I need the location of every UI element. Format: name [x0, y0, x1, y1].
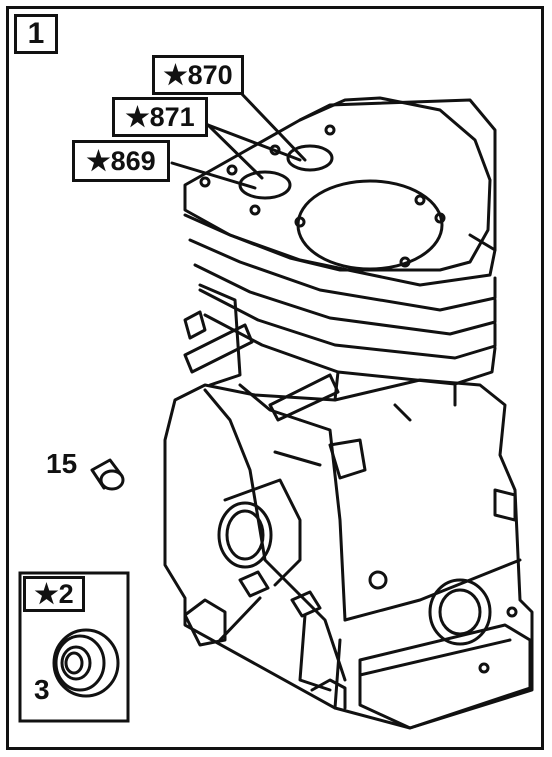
- leader-869: [170, 161, 257, 190]
- side-opening: [428, 578, 492, 646]
- cylinder-fin-5: [203, 313, 497, 386]
- leader-871-a: [206, 123, 264, 180]
- pushrod-tube-2: [268, 373, 340, 422]
- leader-870: [238, 90, 307, 162]
- callout-870: ★870: [152, 55, 244, 95]
- cylinder-fin-3: [193, 263, 497, 336]
- base-flange: [358, 623, 532, 730]
- crankcase-outline: [163, 378, 534, 730]
- valve-seat-870: [286, 144, 334, 172]
- figure-number: 1: [27, 17, 45, 50]
- foot-left: [183, 598, 227, 647]
- callout-869: ★869: [72, 140, 170, 182]
- callout-871: ★871: [112, 97, 208, 137]
- bearing-drawing: [52, 628, 120, 698]
- leader-871-b: [206, 123, 302, 162]
- callout-3: 3: [34, 674, 50, 705]
- cylinder-fin-2: [188, 238, 497, 312]
- cylinder-bore: [296, 179, 444, 271]
- cylinder-head-plate: [183, 96, 492, 272]
- bearing-boss: [217, 501, 273, 569]
- stud-left: [238, 570, 270, 598]
- crankcase-face: [203, 388, 347, 682]
- foot-right: [310, 678, 347, 710]
- callout-15: 15: [46, 448, 78, 479]
- figure-number-box: 1: [14, 14, 58, 54]
- pipe-plug-drawing: [90, 458, 125, 491]
- pushrod-tube-1: [183, 323, 254, 374]
- callout-2: ★2: [23, 576, 85, 612]
- stud-right: [290, 590, 322, 618]
- cylinder-fin-4: [198, 288, 497, 360]
- cylinder-fin-1: [183, 213, 497, 287]
